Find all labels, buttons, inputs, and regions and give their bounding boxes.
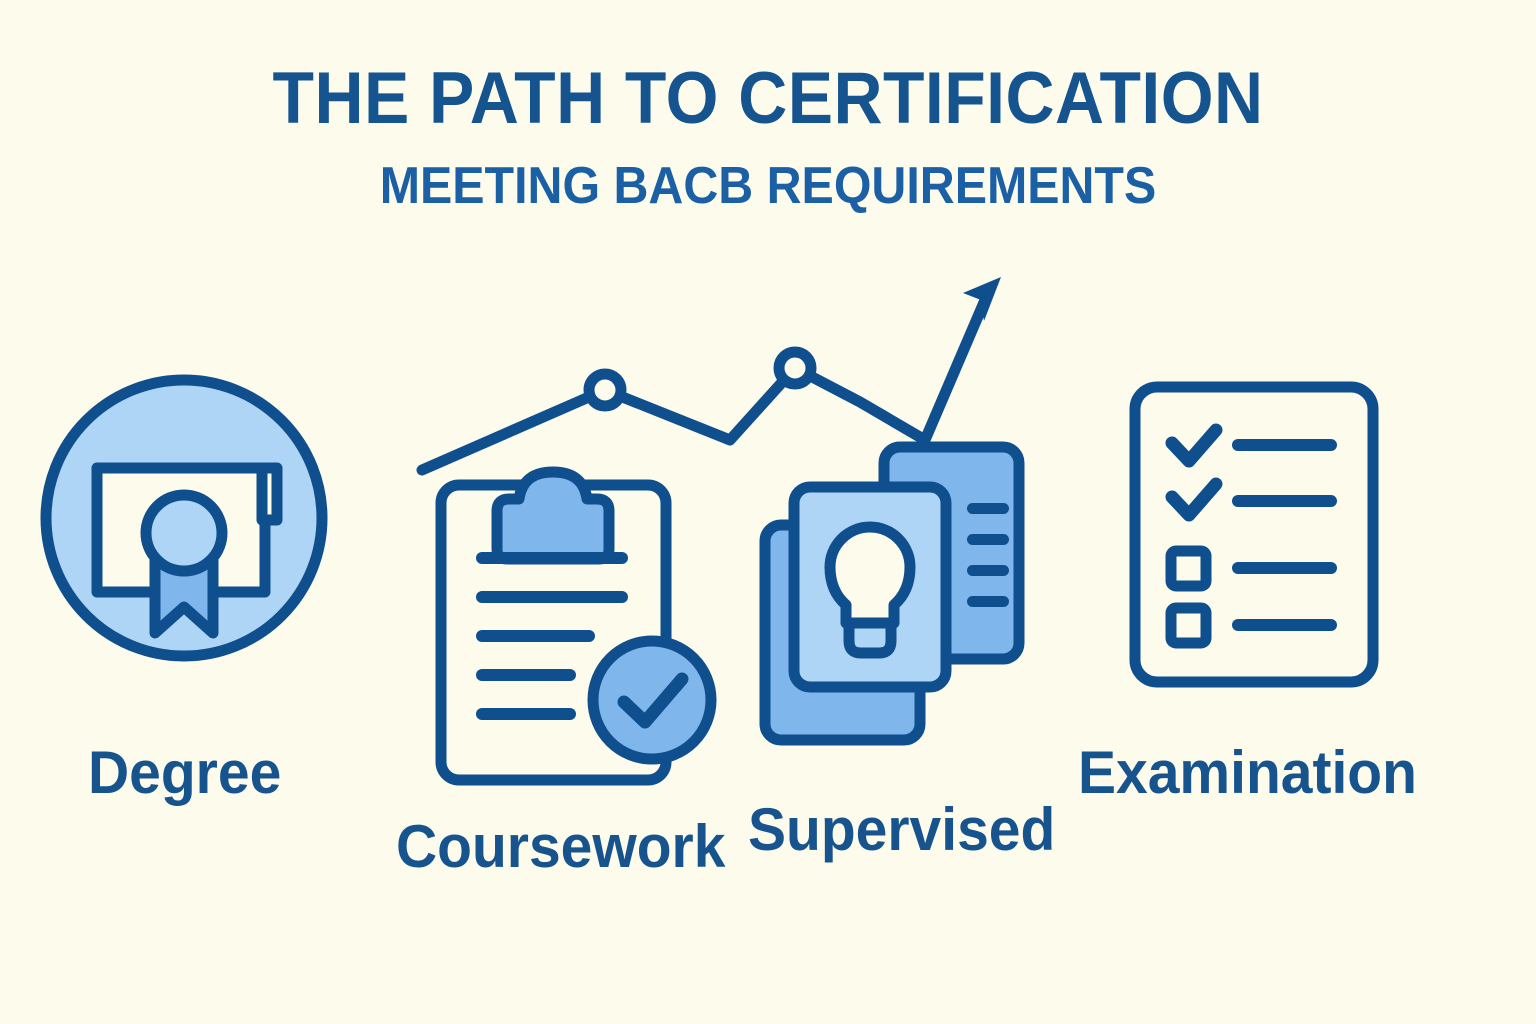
step-label-supervised: Supervised — [748, 796, 1056, 863]
checkbox-empty[interactable] — [1165, 545, 1212, 592]
check-mark-icon — [1165, 477, 1223, 522]
seal-circle — [140, 489, 228, 577]
arrow-node — [583, 368, 627, 412]
certificate-roll — [256, 462, 283, 526]
check-mark-icon — [617, 672, 689, 729]
checklist-line — [1232, 562, 1337, 574]
card-line — [967, 565, 1009, 576]
stacked-cards-lightbulb-icon[interactable] — [759, 441, 1025, 746]
card-line — [967, 503, 1009, 514]
clipboard-line — [476, 552, 628, 564]
arrow-node — [773, 346, 817, 390]
step-label-coursework: Coursework — [396, 813, 726, 880]
checklist-document-icon[interactable] — [1129, 381, 1379, 688]
lightbulb-glass — [824, 521, 916, 629]
lightbulb-base — [843, 617, 897, 659]
check-circle — [587, 635, 717, 765]
clipboard-check-icon[interactable] — [435, 466, 717, 786]
checkbox-empty[interactable] — [1165, 602, 1212, 649]
upward-trend-arrow-icon — [416, 277, 1001, 476]
certificate-badge-icon[interactable] — [40, 374, 328, 662]
checklist-line — [1232, 495, 1337, 507]
clipboard-line — [476, 591, 628, 603]
clipboard-line — [476, 630, 595, 642]
checklist-line — [1232, 439, 1337, 451]
checklist-line — [1232, 619, 1337, 631]
clipboard-line — [476, 669, 576, 681]
check-mark-icon — [1165, 423, 1223, 468]
step-label-degree: Degree — [88, 739, 282, 806]
step-label-examination: Examination — [1078, 739, 1417, 806]
clipboard-line — [476, 708, 576, 720]
card-line — [967, 596, 1009, 607]
card-line — [967, 534, 1009, 545]
